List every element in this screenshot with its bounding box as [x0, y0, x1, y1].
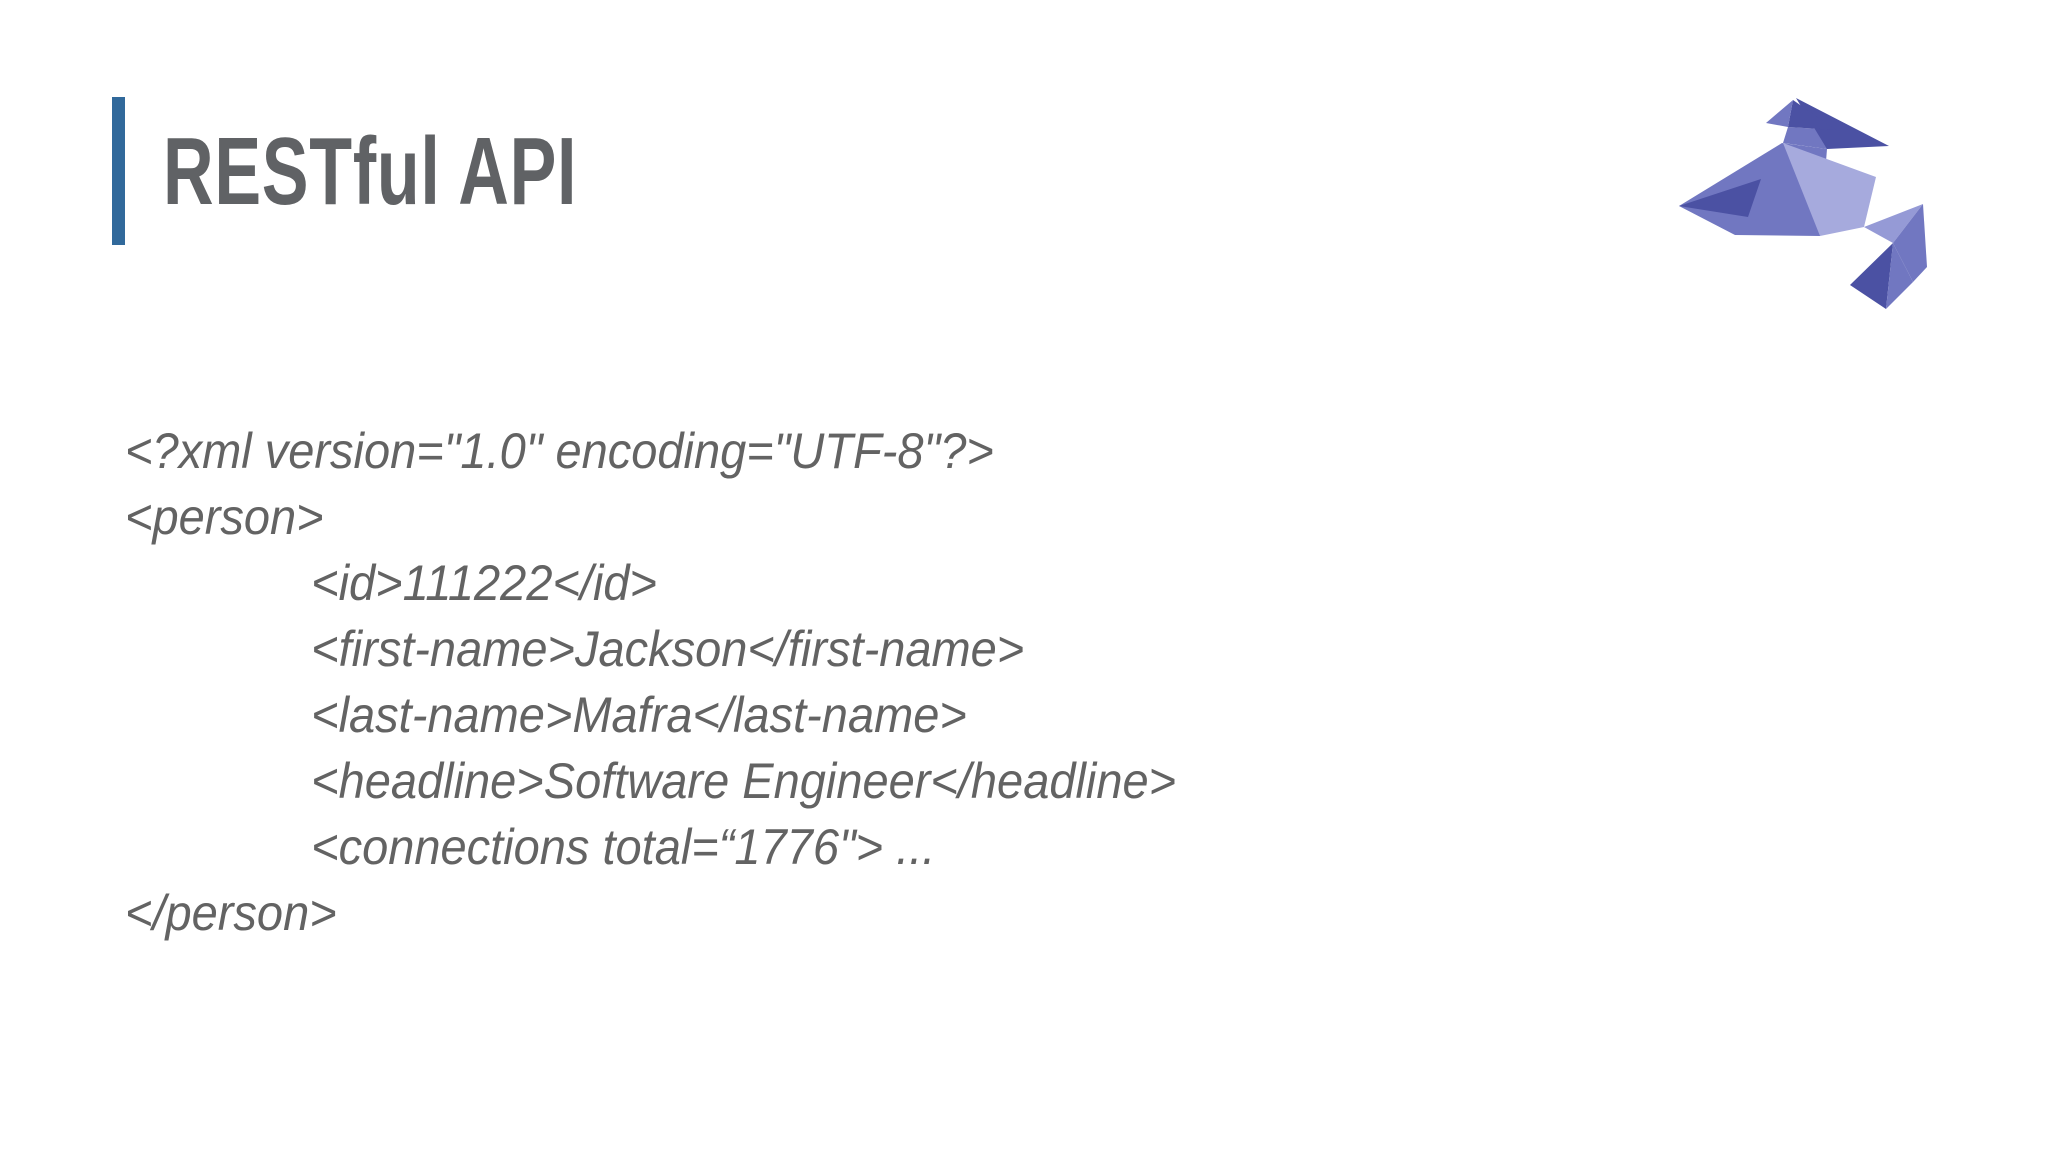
code-line: </person>: [125, 885, 337, 941]
bird-head: [1788, 100, 1836, 130]
code-line: <connections total=“1776"> ...: [311, 819, 936, 875]
page-title: RESTful API: [163, 118, 578, 225]
code-line: <headline>Software Engineer</headline>: [311, 753, 1177, 809]
code-line: <?xml version="1.0" encoding="UTF-8"?>: [125, 423, 994, 479]
bird-leg-left: [1850, 243, 1893, 309]
bird-leg-right: [1886, 243, 1913, 309]
origami-bird-logo: [1679, 98, 1927, 309]
code-line: <first-name>Jackson</first-name>: [311, 621, 1025, 677]
bird-tail-upper: [1864, 204, 1923, 243]
bird-wing-fold: [1679, 179, 1761, 217]
bird-body: [1783, 143, 1876, 236]
code-line: <id>111222</id>: [311, 555, 657, 611]
code-line: <person>: [125, 489, 324, 545]
code-line: <last-name>Mafra</last-name>: [311, 687, 967, 743]
xml-code-block: <?xml version="1.0" encoding="UTF-8"?> <p…: [125, 418, 1176, 946]
bird-beak: [1766, 100, 1793, 127]
title-accent-bar: [112, 97, 125, 245]
bird-top-wing: [1796, 98, 1889, 149]
bird-tail-right: [1893, 204, 1927, 282]
